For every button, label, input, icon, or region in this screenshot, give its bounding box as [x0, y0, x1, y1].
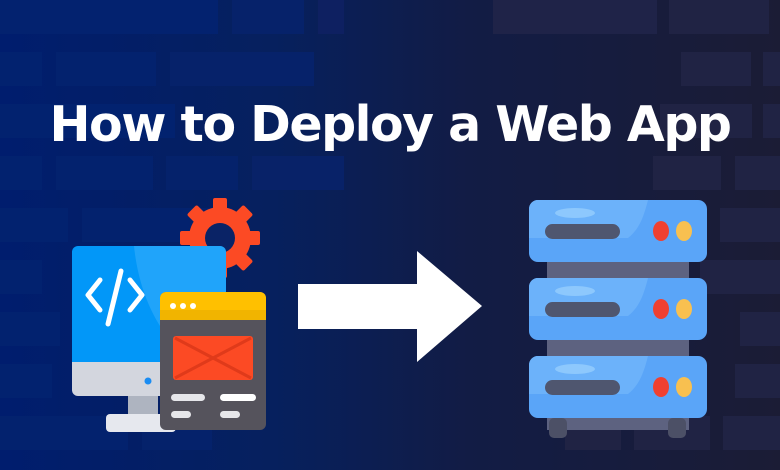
arrow-right-icon: [298, 251, 482, 362]
banner-title: How to Deploy a Web App: [49, 96, 732, 153]
browser-window-icon: [160, 292, 266, 430]
server-unit: [529, 200, 707, 262]
server-unit: [529, 278, 707, 340]
code-brackets-icon: [85, 268, 145, 327]
server-unit: [529, 356, 707, 418]
server-stack-icon: [529, 200, 707, 438]
